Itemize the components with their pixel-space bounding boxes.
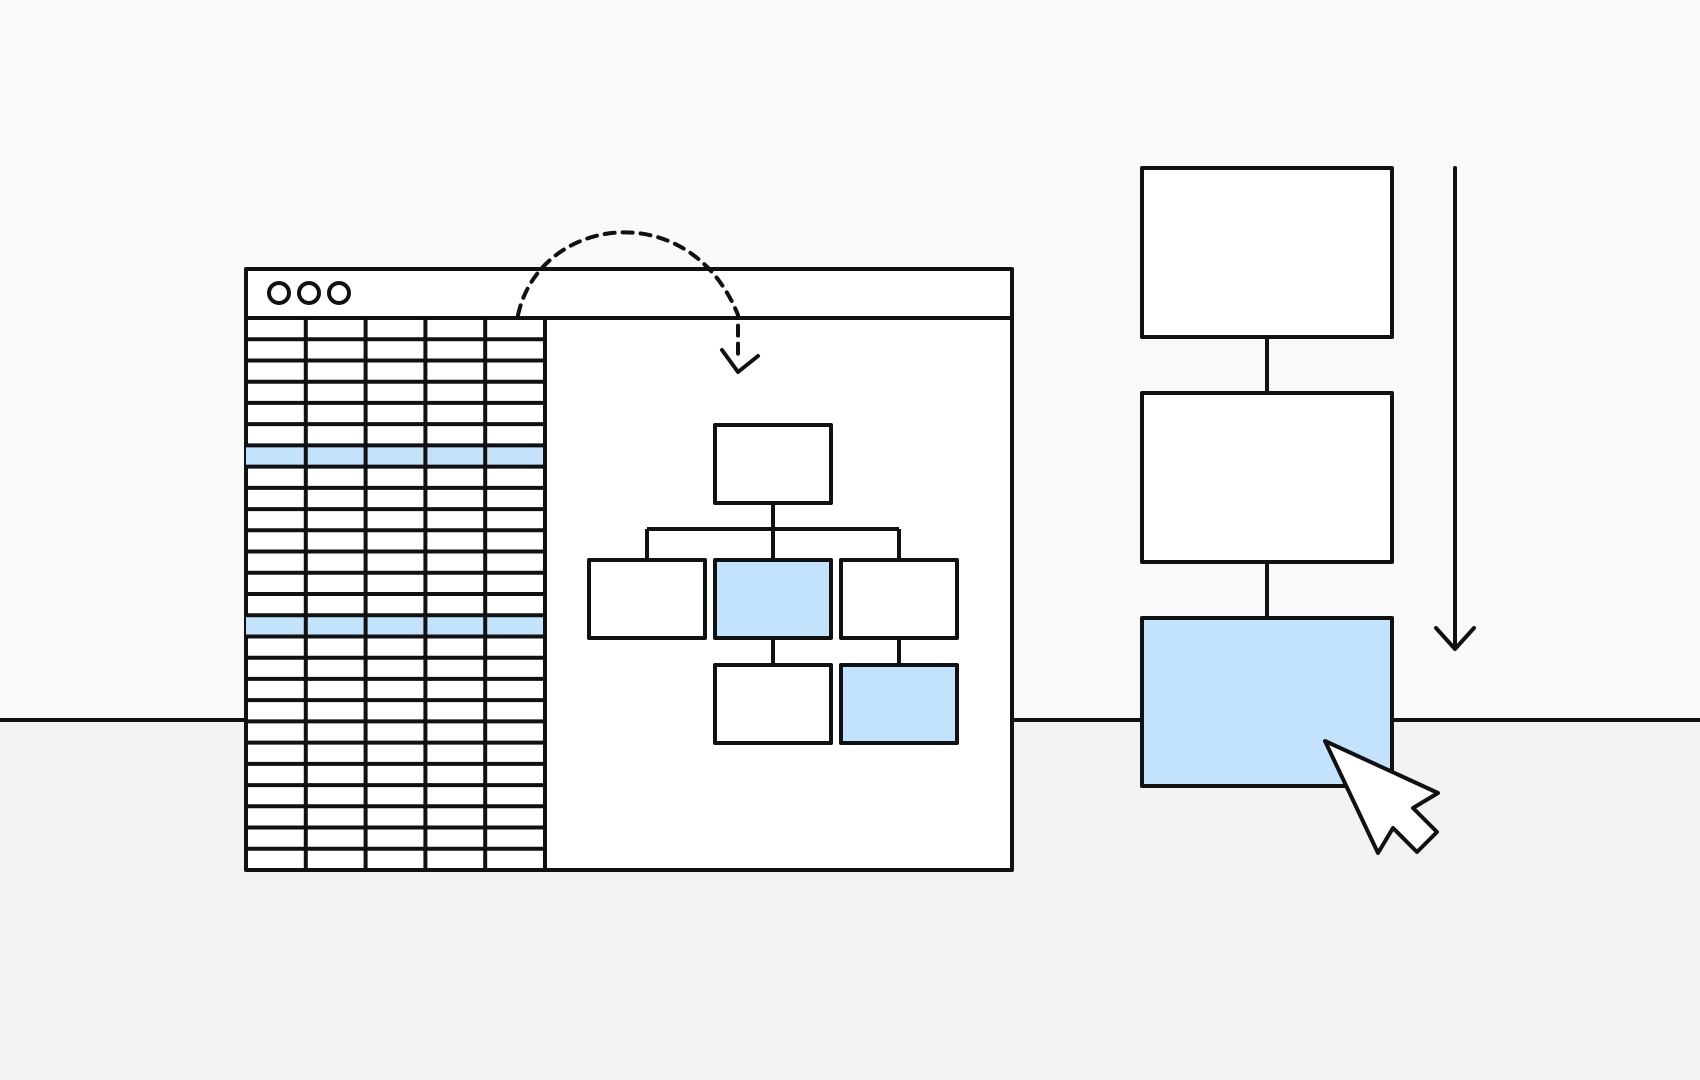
tree-node-child-left[interactable] — [587, 558, 707, 640]
tree-node-grandchild-right[interactable] — [839, 663, 959, 745]
spreadsheet-row-highlight[interactable] — [246, 615, 545, 637]
down-arrow-icon — [1434, 166, 1476, 651]
spreadsheet-row-highlight[interactable] — [246, 445, 545, 467]
app-window — [244, 230, 1014, 872]
flow-step-2[interactable] — [1140, 391, 1394, 564]
mouse-cursor-icon — [1323, 739, 1440, 855]
spreadsheet-grid — [246, 318, 547, 870]
down-arrow-head — [1434, 626, 1476, 651]
tree-node-root[interactable] — [713, 423, 833, 505]
window-controls — [267, 281, 351, 305]
dashed-curved-arrow-icon — [516, 230, 760, 374]
dashed-arrowhead — [720, 348, 760, 374]
tree-node-grandchild-middle[interactable] — [713, 663, 833, 745]
tree-node-child-middle[interactable] — [713, 558, 833, 640]
circle-icon[interactable] — [327, 281, 351, 305]
vertical-flow — [1140, 166, 1394, 788]
dashed-arc — [516, 230, 740, 357]
tree-node-child-right[interactable] — [839, 558, 959, 640]
circle-icon[interactable] — [267, 281, 291, 305]
flow-step-1[interactable] — [1140, 166, 1394, 339]
circle-icon[interactable] — [297, 281, 321, 305]
tree-diagram — [587, 423, 959, 745]
